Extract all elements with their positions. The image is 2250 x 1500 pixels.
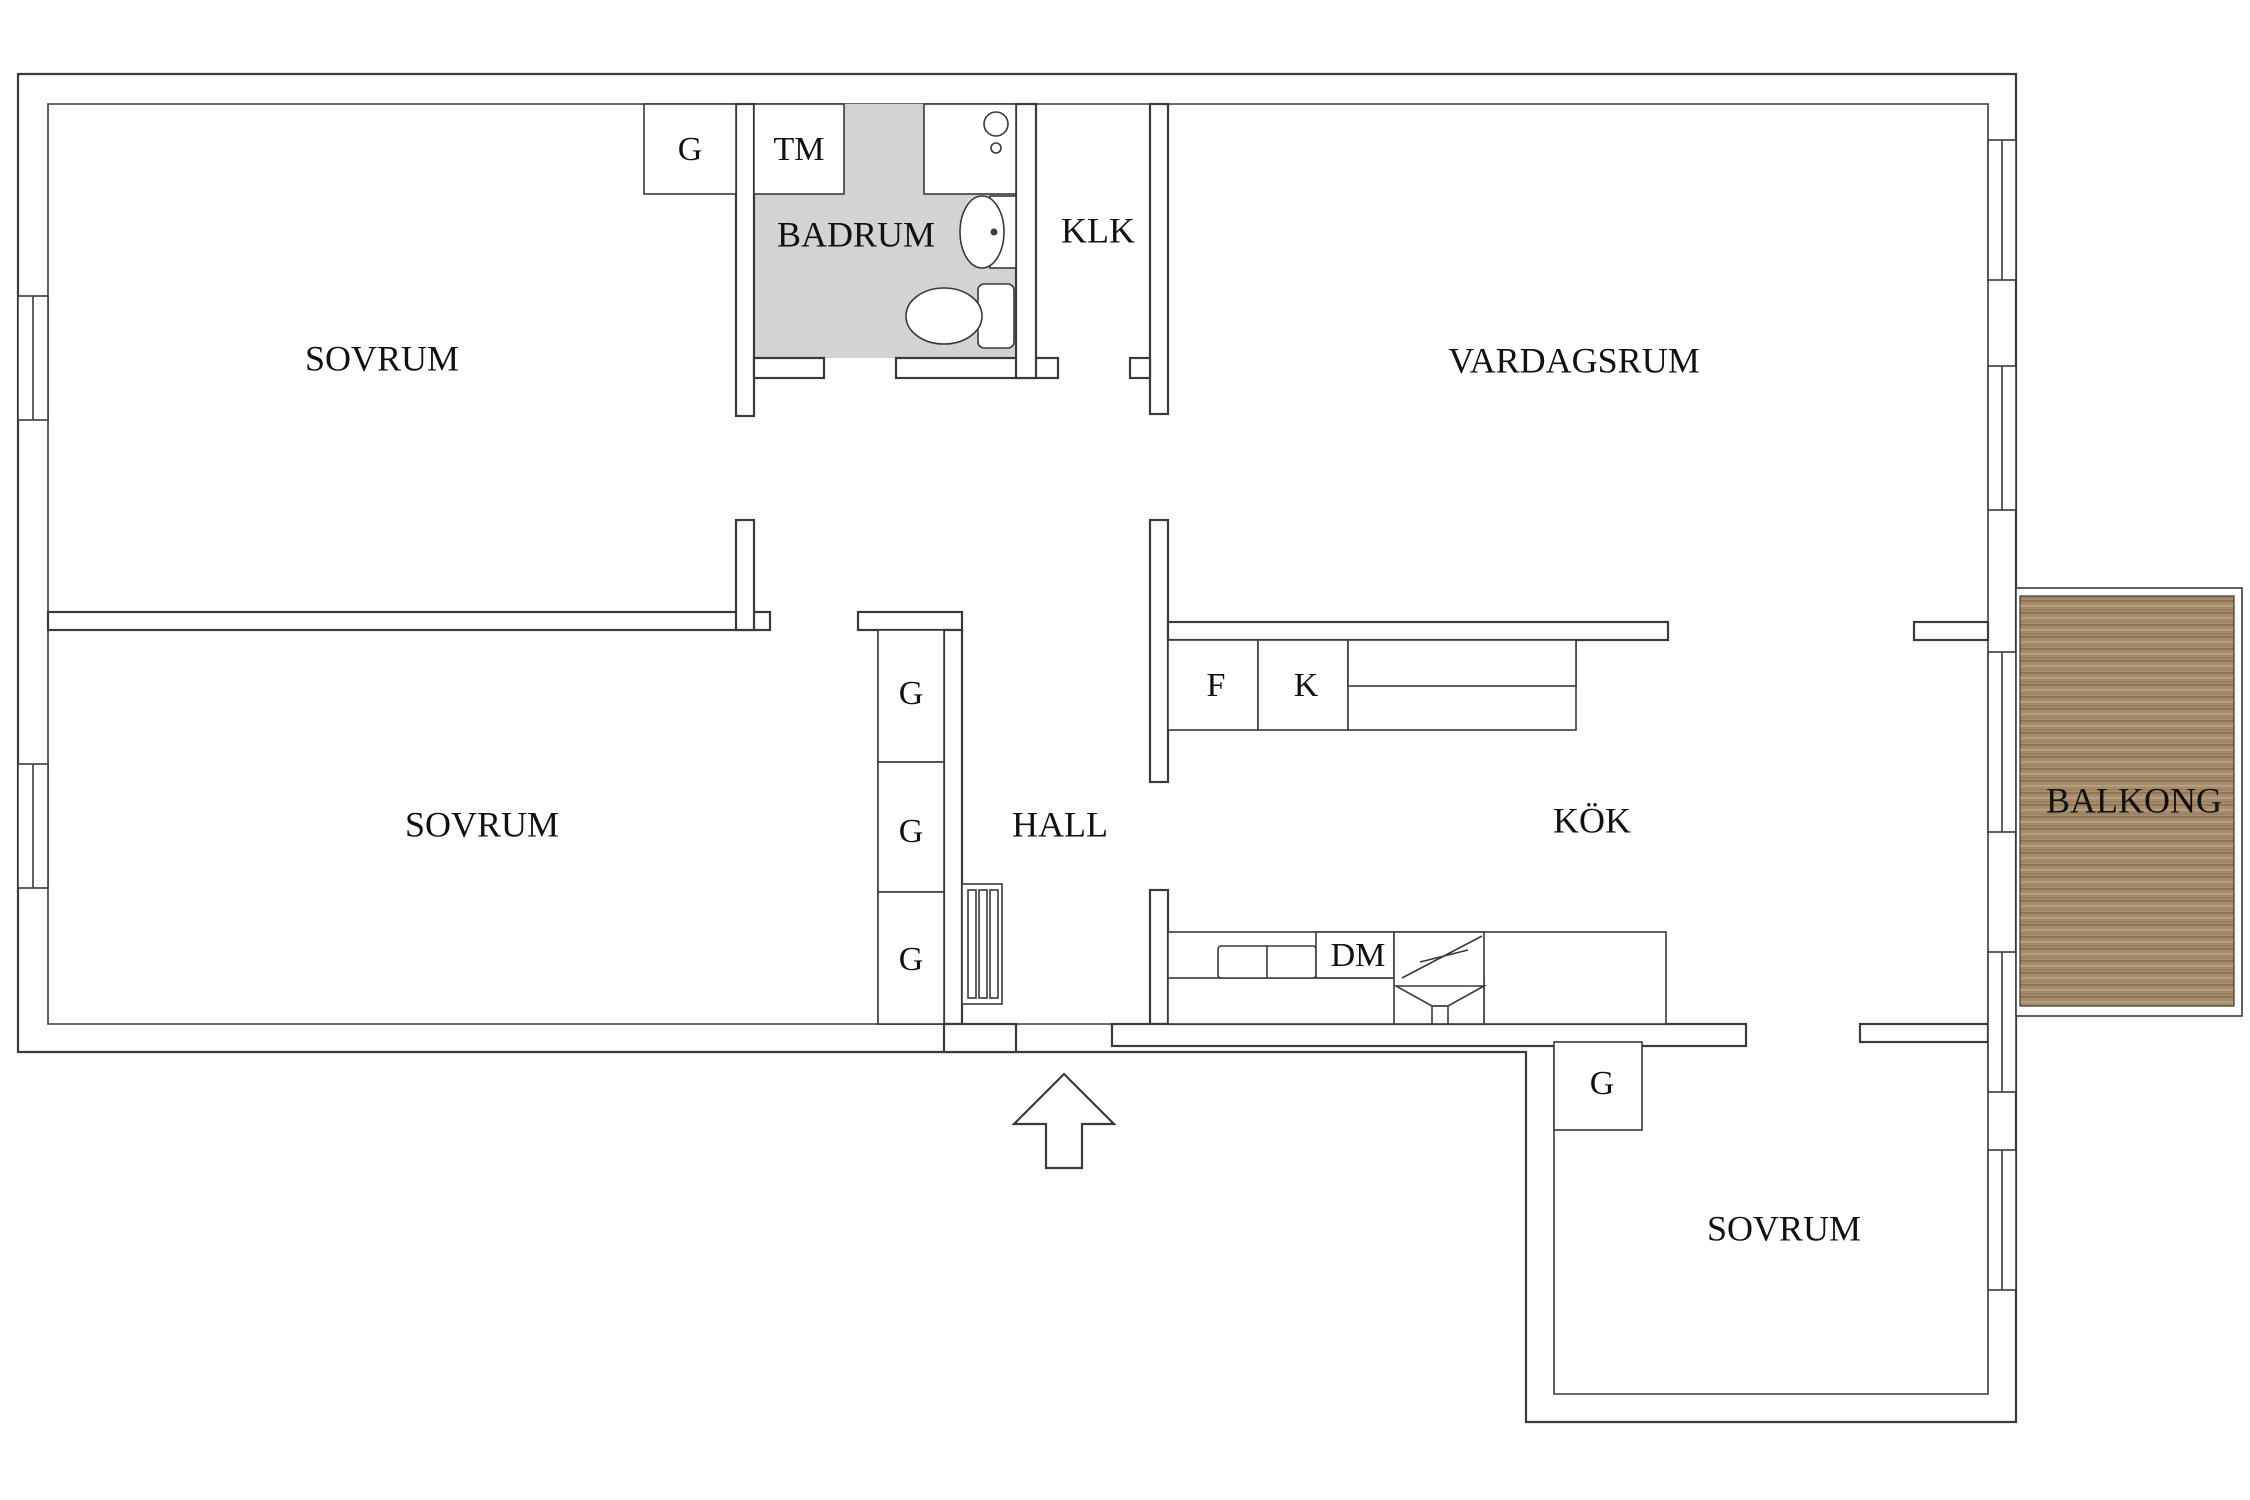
wall-top-left-bedroom-right-lower: [734, 518, 756, 632]
closet-tm: [753, 103, 845, 195]
freezer: [1257, 639, 1349, 731]
label-g-hall-1: G: [899, 675, 924, 712]
wall-klk-left: [1014, 102, 1038, 380]
label-g-bottom-right: G: [1590, 1065, 1615, 1102]
closet-g-hall-3: [877, 891, 945, 1025]
wall-bottom-hall-left: [942, 1022, 1018, 1054]
wall-bottom-hall-right: [1110, 1022, 1748, 1048]
wall-cabinet: [1347, 639, 1577, 687]
wall-bath-bottom-left: [752, 356, 826, 380]
balcony-deck: [2019, 595, 2235, 1007]
wall-top-left-bedroom-right: [734, 102, 756, 418]
room-label-hall: HALL: [1012, 804, 1108, 844]
label-tm: TM: [774, 131, 825, 168]
sink-icon: [959, 195, 1005, 269]
shower-drain-icon: [983, 111, 1009, 137]
label-g-top: G: [678, 131, 703, 168]
wall-balcony-stub: [1912, 620, 1990, 642]
label-g-hall-2: G: [899, 813, 924, 850]
toilet-icon: [905, 287, 983, 345]
wall-kitchen-left-upper: [1148, 518, 1170, 784]
closet-g-bottom-right: [1553, 1041, 1643, 1131]
room-label-klk: KLK: [1061, 210, 1135, 250]
wall-kitchen-left-lower: [1148, 888, 1170, 1026]
room-label-balkong: BALKONG: [2046, 780, 2222, 820]
entry-arrow-icon: [1011, 1072, 1117, 1170]
wall-klk-right: [1148, 102, 1170, 416]
dishwasher: [1315, 931, 1395, 979]
room-label-badrum: BADRUM: [777, 214, 935, 254]
wall-hall-closet-top: [856, 610, 964, 632]
label-dm: DM: [1331, 937, 1386, 974]
closet-g-hall-2: [877, 761, 945, 893]
room-label-kok: KÖK: [1553, 800, 1631, 840]
shower: [923, 103, 1017, 195]
wall-bottom-right-bedroom-top: [1858, 1022, 1990, 1044]
label-g-hall-3: G: [899, 941, 924, 978]
room-label-sovrum-bottom-right: SOVRUM: [1707, 1208, 1861, 1248]
room-label-sovrum-top-left: SOVRUM: [305, 338, 459, 378]
wall-hall-closet-right: [942, 628, 964, 1026]
closet-g-top: [643, 103, 737, 195]
inner-wall-outline: [47, 103, 1989, 1395]
wall-klk-stub: [1128, 356, 1152, 380]
label-k: K: [1294, 667, 1319, 704]
label-f: F: [1207, 667, 1226, 704]
wall-kitchen-divider: [1166, 620, 1670, 642]
toilet-tank: [977, 283, 1015, 349]
room-label-vardagsrum: VARDAGSRUM: [1448, 340, 1699, 380]
closet-g-hall-1: [877, 629, 945, 763]
wall-top-left-bedroom-bottom: [46, 610, 772, 632]
fridge: [1167, 639, 1259, 731]
room-label-sovrum-mid-left: SOVRUM: [405, 804, 559, 844]
